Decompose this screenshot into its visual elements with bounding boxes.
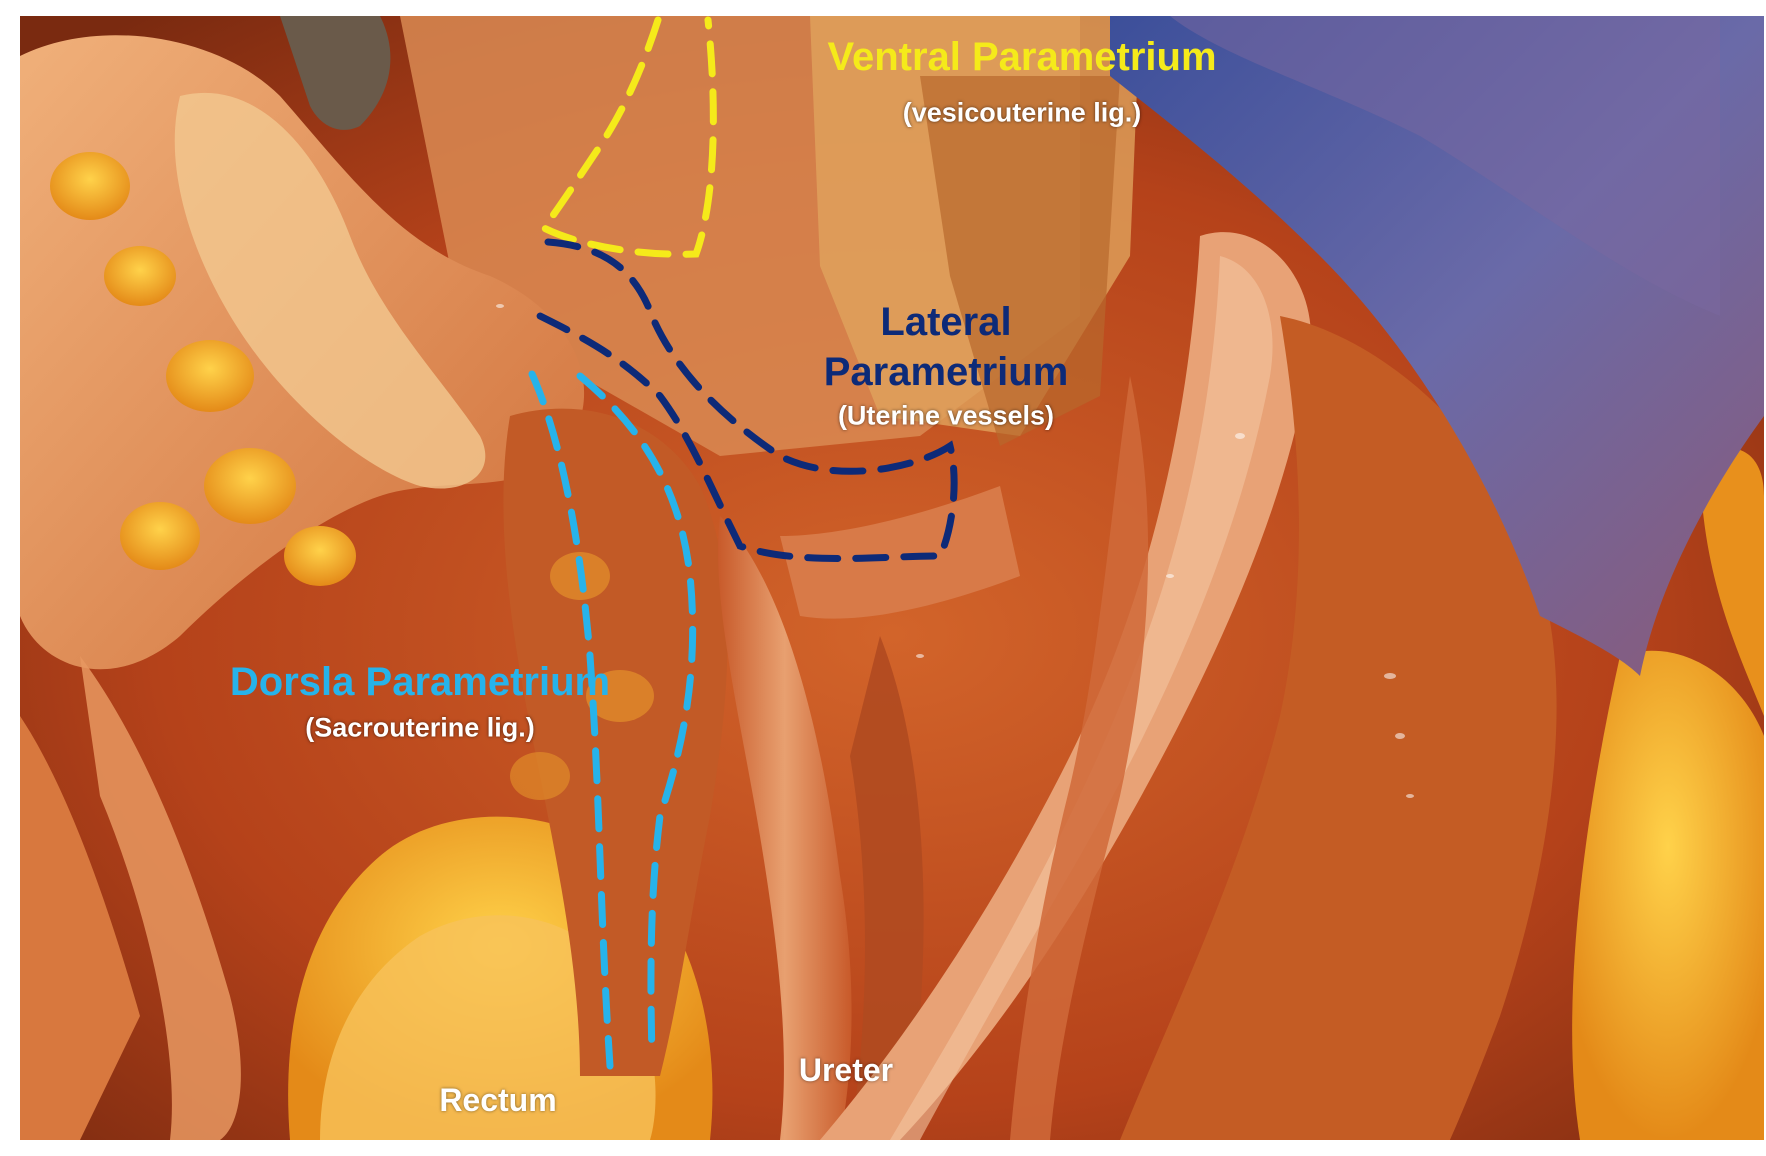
surgical-photo [20,16,1764,1140]
right-tissue-mass [1120,316,1557,1140]
dorsal-parametrium-outline-left [528,370,614,1070]
ventral-parametrium-label: Ventral Parametrium [827,35,1217,79]
lateral-parametrium-sublabel: (Uterine vessels) [837,400,1055,431]
dorsal-parametrium-sublabel: (Sacrouterine lig.) [305,712,535,743]
ventral-parametrium-sublabel: (vesicouterine lig.) [902,97,1142,128]
right-iliac-vessel [820,232,1312,1140]
right-vessel-highlight [890,256,1273,1140]
right-inner-vessel [1010,376,1149,1140]
dorsal-parametrium-outline-right [576,372,697,1060]
right-fat [1572,650,1764,1140]
left-fat-nodules [50,152,356,586]
uterine-vessel-bridge [780,486,1020,619]
ventral-parametrium-outline [538,16,717,258]
specular-highlights [496,304,1414,798]
rectum-label: Rectum [439,1082,557,1118]
instrument-tip [280,16,391,130]
central-vessel [850,636,924,1140]
right-edge-fat [1700,448,1764,716]
surgical-photo-svg [20,16,1764,1140]
rectum-surface [320,915,656,1140]
lateral-parametrium-label-line2: Parametrium [823,350,1069,394]
lateral-parametrium-label-line1: Lateral [880,300,1012,344]
muscle-band [920,76,1120,446]
dorsal-parametrium-label: Dorsla Parametrium [229,660,611,704]
left-lower-tissue [20,716,140,1140]
ureter [718,516,852,1140]
left-lower-vessel [80,656,241,1140]
round-ligament [174,92,486,489]
retractor-reflection [1170,16,1720,316]
ureter-label: Ureter [798,1052,894,1088]
lateral-parametrium-outline [536,238,958,562]
